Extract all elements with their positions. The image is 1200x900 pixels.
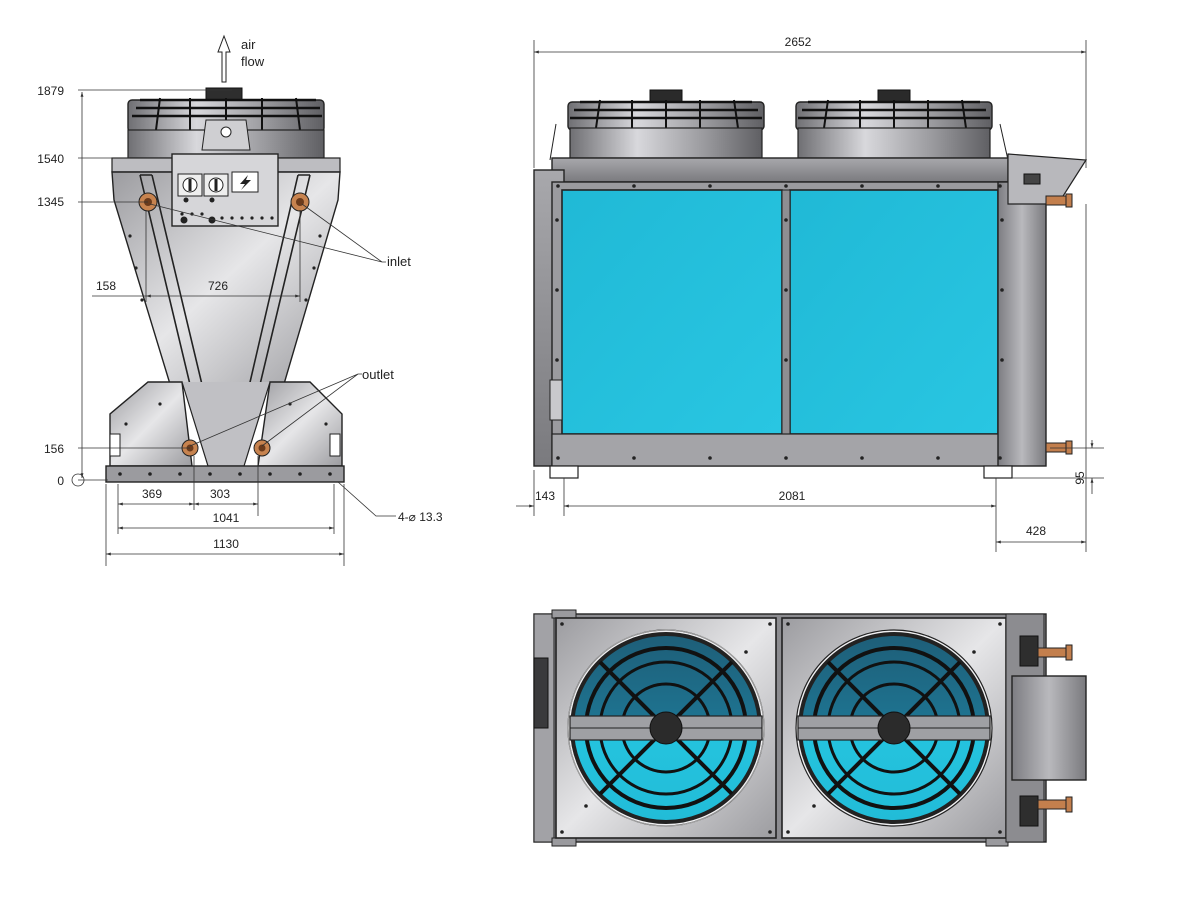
switch-icon [182,177,224,193]
side-view: 2652 [516,35,1104,552]
dim-height-inlet: 1345 [37,195,64,209]
holes-label: 4-⌀ 13.3 [398,510,443,524]
air-flow-label-2: flow [241,54,265,69]
dim-height-outlet: 156 [44,442,64,456]
dim-foot-span: 1041 [213,511,240,525]
dim-height-zero: 0 [57,474,64,488]
dim-offset: 158 [96,279,116,293]
dim-overall-length: 2652 [785,35,812,49]
fan-icon [567,629,765,827]
front-view: air flow [37,34,443,566]
lightning-icon [240,175,251,190]
fan-icon [795,629,993,827]
dim-coil-span: 726 [208,279,228,293]
fan-icon [567,89,765,159]
outlet-label: outlet [362,367,394,382]
dim-outlet-height: 95 [1073,471,1087,485]
dim-front-offset: 143 [535,489,555,503]
top-view [533,609,1087,847]
fan-icon [795,89,993,159]
pipe-icon [1045,193,1073,455]
dim-foot-span-side: 2081 [779,489,806,503]
dim-rear-box: 428 [1026,524,1046,538]
dim-foot-to-outlet: 369 [142,487,162,501]
dim-height-fan-base: 1540 [37,152,64,166]
air-flow-label-1: air [241,37,256,52]
dim-overall-width: 1130 [213,537,239,551]
arrow-up-icon [217,34,231,83]
dim-height-top: 1879 [37,84,64,98]
inlet-label: inlet [387,254,411,269]
dim-outlet-span: 303 [210,487,230,501]
pipe-icon [1019,635,1073,827]
